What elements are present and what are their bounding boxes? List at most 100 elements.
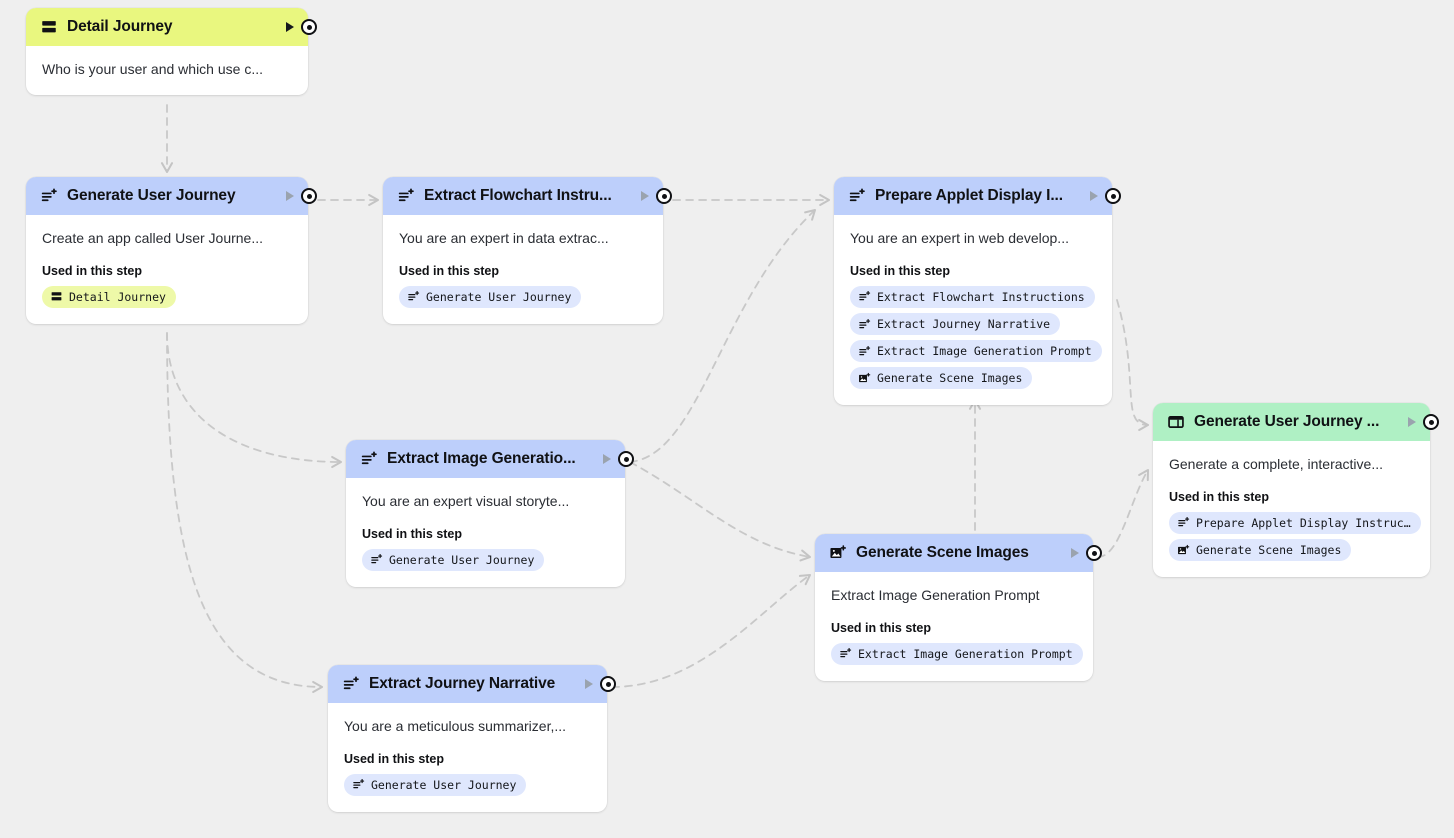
prompt-plus-icon: [398, 188, 414, 202]
node-body-extract-image-generation-prompt: You are an expert visual storyte...Used …: [346, 478, 625, 587]
node-body-generate-user-journey-applet: Generate a complete, interactive...Used …: [1153, 441, 1430, 577]
node-title: Extract Journey Narrative: [369, 675, 556, 692]
node-header-prepare-applet-display-instructions[interactable]: Prepare Applet Display I...: [834, 177, 1121, 215]
dependency-chip[interactable]: Generate User Journey: [399, 285, 582, 308]
prompt-plus-icon: [408, 291, 420, 301]
node-description: Who is your user and which use c...: [42, 61, 263, 77]
target-dot-icon[interactable]: [618, 451, 634, 467]
prompt-plus-icon: [361, 451, 377, 465]
prompt-plus-icon: [343, 676, 359, 690]
dependency-chip-label: Extract Journey Narrative: [877, 316, 1051, 331]
play-triangle-icon[interactable]: [286, 191, 294, 201]
edge-generate-user-journey-to-extract-journey-narrative: [166, 332, 324, 694]
used-in-this-step-chips: Extract Image Generation Prompt: [831, 642, 1083, 665]
target-dot-icon[interactable]: [301, 188, 317, 204]
prompt-plus-icon: [859, 318, 871, 328]
dependency-chip[interactable]: Extract Flowchart Instructions: [850, 285, 1095, 308]
used-in-this-step-label: Used in this step: [399, 263, 500, 278]
prompt-plus-icon: [840, 648, 852, 658]
prompt-plus-icon: [1178, 517, 1190, 527]
image-plus-icon: [859, 372, 871, 382]
dependency-chip[interactable]: Detail Journey: [42, 285, 176, 308]
dependency-chip[interactable]: Generate Scene Images: [850, 367, 1033, 390]
dependency-chip[interactable]: Extract Journey Narrative: [850, 312, 1061, 336]
play-triangle-icon[interactable]: [585, 679, 593, 689]
node-title: Generate User Journey ...: [1194, 413, 1380, 430]
node-description: You are an expert visual storyte...: [362, 493, 570, 509]
node-description: You are an expert in web develop...: [850, 230, 1069, 246]
target-dot-icon[interactable]: [1423, 414, 1439, 430]
target-dot-icon[interactable]: [301, 19, 317, 35]
node-prepare-applet-display-instructions[interactable]: Prepare Applet Display I... You are an ex…: [834, 177, 1121, 406]
dependency-chip[interactable]: Prepare Applet Display Instruc…: [1169, 511, 1421, 534]
edge-extract-image-generation-prompt-to-generate-scene-images: [629, 461, 812, 562]
node-description: Create an app called User Journe...: [42, 230, 264, 246]
target-dot-icon[interactable]: [600, 676, 616, 692]
prompt-plus-icon: [859, 291, 871, 301]
node-generate-user-journey-applet[interactable]: Generate User Journey ... Generate a comp…: [1153, 403, 1439, 578]
play-triangle-icon[interactable]: [286, 22, 294, 32]
dependency-chip[interactable]: Generate Scene Images: [1169, 538, 1352, 562]
node-description: You are an expert in data extrac...: [399, 230, 609, 246]
node-body-detail-journey: Who is your user and which use c...: [26, 46, 308, 95]
node-header-detail-journey[interactable]: Detail Journey: [26, 8, 317, 46]
edge-extract-journey-narrative-to-generate-scene-images: [611, 573, 812, 688]
target-dot-icon[interactable]: [1086, 545, 1102, 561]
browser-layout-icon: [1168, 416, 1184, 428]
dependency-chip-label: Generate User Journey: [371, 777, 517, 792]
dependency-chip[interactable]: Extract Image Generation Prompt: [850, 340, 1102, 363]
play-triangle-icon[interactable]: [1408, 417, 1416, 427]
node-title: Extract Flowchart Instru...: [424, 187, 612, 204]
used-in-this-step-chips: Detail Journey: [42, 285, 292, 308]
play-triangle-icon[interactable]: [1090, 191, 1098, 201]
node-body-generate-user-journey: Create an app called User Journe... Used …: [26, 215, 308, 324]
dependency-chip[interactable]: Generate User Journey: [344, 773, 527, 796]
edge-generate-scene-images-to-generate-user-journey-applet: [1097, 468, 1150, 558]
node-title: Prepare Applet Display I...: [875, 187, 1063, 204]
dependency-chip-label: Generate Scene Images: [1196, 542, 1342, 557]
used-in-this-step-chips: Generate User Journey: [399, 285, 647, 308]
target-dot-icon[interactable]: [1105, 188, 1121, 204]
node-header-generate-user-journey[interactable]: Generate User Journey: [26, 177, 317, 215]
prompt-plus-icon: [859, 345, 871, 355]
play-triangle-icon[interactable]: [603, 454, 611, 464]
node-header-extract-image-generation-prompt[interactable]: Extract Image Generatio...: [346, 440, 634, 478]
prompt-plus-icon: [849, 188, 865, 202]
node-extract-image-generation-prompt[interactable]: Extract Image Generatio...You are an exp…: [346, 440, 634, 587]
node-header-generate-scene-images[interactable]: Generate Scene Images: [815, 534, 1102, 572]
node-extract-flowchart-instructions[interactable]: Extract Flowchart Instru... You are an ex…: [383, 177, 672, 324]
node-title: Generate Scene Images: [856, 544, 1029, 561]
node-body-extract-flowchart-instructions: You are an expert in data extrac... Used …: [383, 215, 663, 324]
play-triangle-icon[interactable]: [1071, 548, 1079, 558]
prompt-plus-icon: [353, 779, 365, 789]
used-in-this-step-chips: Generate User Journey: [344, 773, 591, 796]
target-dot-icon[interactable]: [656, 188, 672, 204]
dependency-chip-label: Generate User Journey: [389, 552, 535, 567]
dependency-chip-label: Prepare Applet Display Instruc…: [1196, 515, 1411, 530]
node-description: Extract Image Generation Prompt: [831, 587, 1040, 603]
dependency-chip[interactable]: Extract Image Generation Prompt: [831, 642, 1083, 665]
node-header-extract-journey-narrative[interactable]: Extract Journey Narrative: [328, 665, 616, 703]
used-in-this-step-label: Used in this step: [42, 263, 143, 278]
dependency-chip-label: Extract Image Generation Prompt: [858, 646, 1073, 661]
dependency-chip[interactable]: Generate User Journey: [362, 548, 545, 571]
play-triangle-icon[interactable]: [641, 191, 649, 201]
used-in-this-step-label: Used in this step: [831, 620, 932, 635]
used-in-this-step-label: Used in this step: [850, 263, 951, 278]
node-body-prepare-applet-display-instructions: You are an expert in web develop... Used …: [834, 215, 1112, 405]
rows-icon: [51, 292, 62, 301]
dependency-chip-label: Detail Journey: [69, 289, 166, 304]
used-in-this-step-label: Used in this step: [1169, 489, 1270, 504]
used-in-this-step-chips: Prepare Applet Display Instruc… Generate …: [1169, 511, 1421, 562]
node-header-extract-flowchart-instructions[interactable]: Extract Flowchart Instru...: [383, 177, 672, 215]
dependency-chip-label: Extract Flowchart Instructions: [877, 289, 1085, 304]
node-header-generate-user-journey-applet[interactable]: Generate User Journey ...: [1153, 403, 1439, 441]
image-plus-icon: [830, 545, 846, 559]
used-in-this-step-label: Used in this step: [344, 751, 445, 766]
node-title: Generate User Journey: [67, 187, 236, 204]
